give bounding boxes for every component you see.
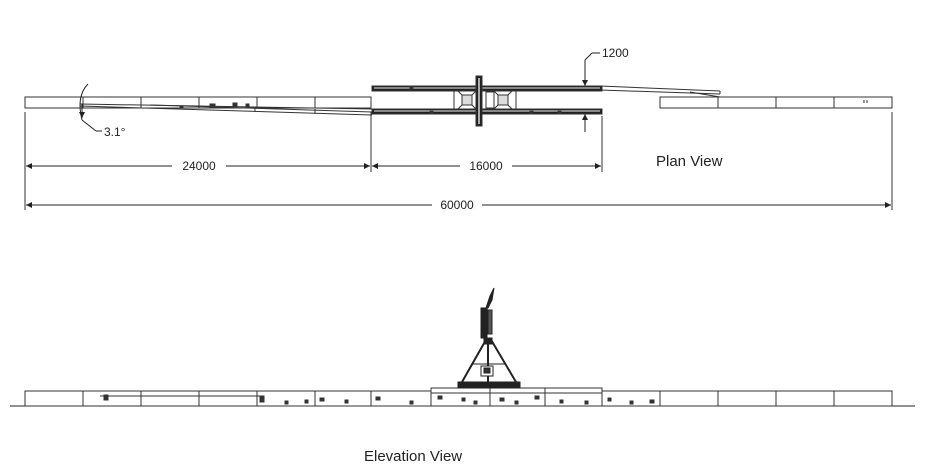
- angled-left-ramp: [79, 102, 373, 116]
- elevation-left-strip: [24, 390, 372, 407]
- dim-24000-label: 24000: [182, 159, 216, 173]
- offset-indicator: [582, 52, 600, 132]
- plan-view-title: Plan View: [656, 153, 723, 170]
- right-runway-strip: [659, 96, 893, 109]
- dim-60000-label: 60000: [440, 198, 474, 212]
- dim-16000-label: 16000: [469, 159, 503, 173]
- tripod-mast: [457, 287, 521, 389]
- angle-indicator: [79, 83, 102, 132]
- angled-right-ramp: [599, 85, 721, 98]
- angle-label: 3.1°: [104, 125, 126, 139]
- lower-rail: [371, 108, 603, 115]
- elevation-right-strip: [601, 390, 893, 407]
- plan-view: [24, 52, 893, 210]
- extension-lines: [24, 112, 893, 210]
- upper-rail: [371, 85, 603, 92]
- elevation-middle-platform: [370, 387, 603, 407]
- rail-markers: [409, 86, 562, 114]
- offset-label: 1200: [602, 46, 629, 60]
- central-carriage: [453, 75, 517, 127]
- elevation-view: [10, 287, 915, 407]
- elevation-view-title: Elevation View: [364, 448, 462, 465]
